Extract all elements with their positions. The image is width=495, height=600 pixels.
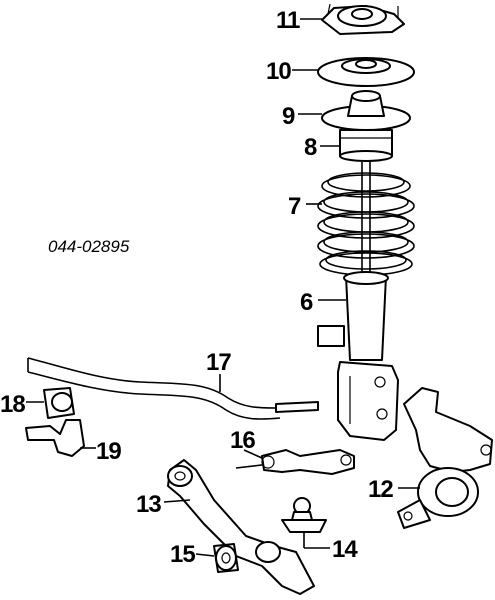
callout-13: 13 — [136, 491, 161, 518]
callout-18: 18 — [0, 391, 25, 418]
callout-9: 9 — [282, 103, 295, 130]
spring-insulator-part — [321, 90, 411, 131]
coil-spring-part — [317, 162, 415, 288]
control-arm-bushing-part — [213, 543, 239, 573]
callout-15: 15 — [170, 541, 195, 568]
callout-11: 11 — [276, 7, 300, 34]
callout-19: 19 — [96, 438, 121, 465]
callout-7: 7 — [288, 193, 301, 220]
stabilizer-bushing-part — [43, 387, 75, 419]
catalog-number: 044-02895 — [48, 237, 130, 256]
strut-assembly-part — [317, 271, 399, 441]
strut-mount-part — [321, 3, 405, 35]
steering-knuckle-part — [397, 387, 493, 529]
stabilizer-bar-part — [27, 357, 319, 420]
stabilizer-bracket-part — [25, 419, 85, 457]
callout-16: 16 — [230, 427, 255, 454]
leader-line-16 — [243, 449, 263, 459]
spring-upper-seat-part — [317, 57, 415, 87]
callout-14: 14 — [332, 536, 358, 563]
callout-6: 6 — [300, 289, 313, 316]
lower-control-arm-part — [167, 459, 315, 595]
callout-8: 8 — [304, 134, 317, 161]
callout-10: 10 — [266, 58, 291, 85]
callout-17: 17 — [206, 349, 231, 376]
leader-line-13 — [163, 499, 191, 503]
callout-12: 12 — [368, 476, 393, 503]
stabilizer-link-part — [235, 449, 355, 475]
leader-line-15 — [195, 553, 215, 557]
ball-joint-part — [281, 497, 327, 548]
bump-stop-part — [339, 129, 393, 162]
